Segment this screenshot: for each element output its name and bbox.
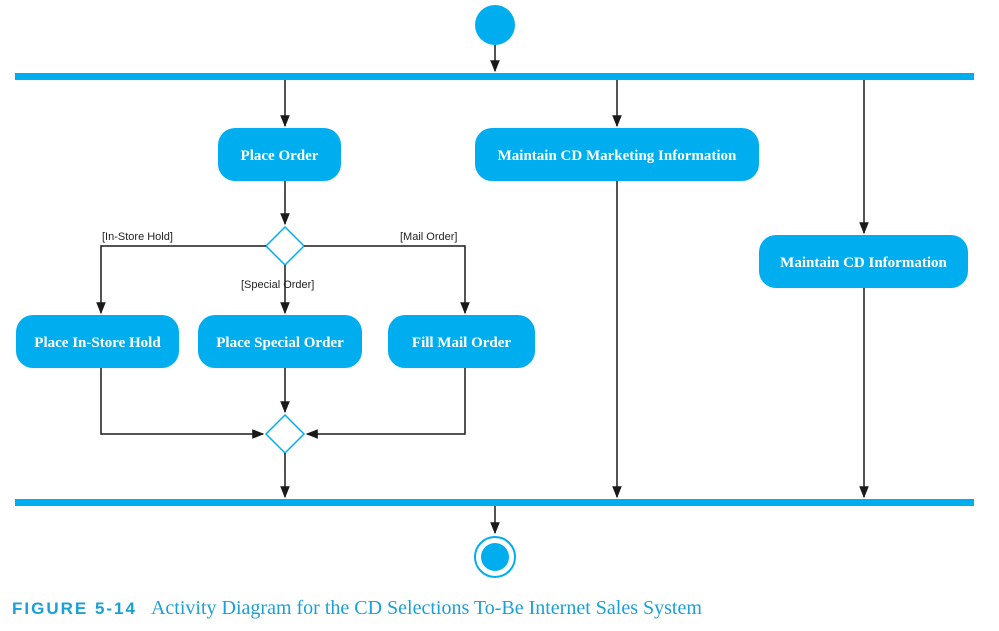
activity-label: Maintain CD Marketing Information: [498, 148, 737, 164]
activity-label: Place In-Store Hold: [34, 335, 161, 351]
activity-maintain-cd-marketing: Maintain CD Marketing Information: [475, 128, 759, 181]
decision-node: [264, 225, 306, 267]
merge-node: [264, 413, 306, 455]
activity-place-in-store-hold: Place In-Store Hold: [16, 315, 179, 368]
guard-mail-order: [Mail Order]: [400, 231, 457, 243]
activity-maintain-cd-info: Maintain CD Information: [759, 235, 968, 288]
flow-to-in-store-hold: [96, 245, 266, 315]
activity-fill-mail-order: Fill Mail Order: [388, 315, 535, 368]
activity-label: Fill Mail Order: [412, 335, 511, 351]
figure-caption-text: Activity Diagram for the CD Selections T…: [150, 597, 702, 619]
guard-in-store-hold: [In-Store Hold]: [102, 231, 173, 243]
activity-label: Place Order: [241, 148, 319, 164]
activity-label: Maintain CD Information: [780, 255, 947, 271]
activity-diagram: Place Order Maintain CD Marketing Inform…: [15, 5, 974, 578]
flow-in-store-to-merge: [100, 368, 265, 439]
final-node: [474, 536, 516, 578]
activity-place-special-order: Place Special Order: [198, 315, 362, 368]
initial-node: [475, 5, 515, 45]
join-bar: [15, 499, 974, 506]
activity-label: Place Special Order: [216, 335, 344, 351]
figure-caption: FIGURE 5-14 Activity Diagram for the CD S…: [12, 597, 702, 620]
fork-bar: [15, 73, 974, 80]
flow-to-mail-order: [304, 245, 470, 315]
activity-place-order: Place Order: [218, 128, 341, 181]
flow-mail-to-merge: [305, 368, 466, 439]
guard-special-order: [Special Order]: [241, 279, 314, 291]
figure-number: FIGURE 5-14: [12, 599, 137, 618]
